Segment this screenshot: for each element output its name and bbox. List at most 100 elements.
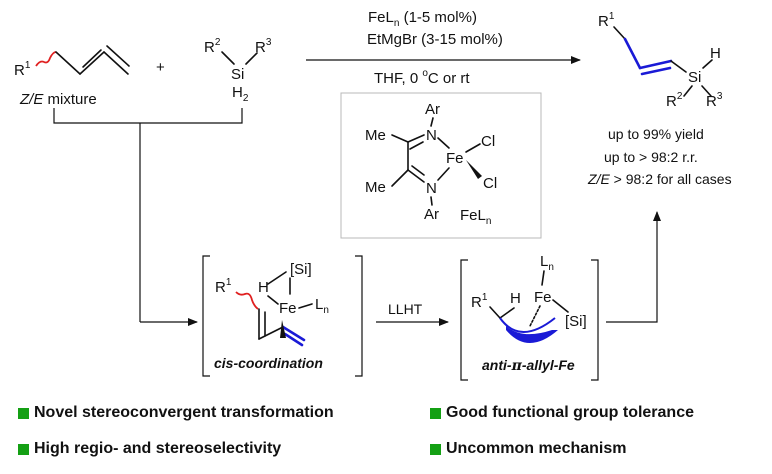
int1-si: [Si]: [290, 261, 312, 278]
int2-bond: [489, 306, 501, 319]
intermediate-cis-coordination: [Si] R1 H Fe Ln cis-coordination: [202, 255, 363, 377]
condition-catalyst: FeLn (1-5 mol%): [368, 9, 477, 29]
catalyst-box-frame: [340, 92, 542, 239]
feature-text: Uncommon mechanism: [446, 440, 627, 457]
left-bracket: [460, 259, 468, 381]
product-h: H: [710, 45, 721, 62]
int1-blue-double-bond: [283, 332, 304, 347]
condition-grignard: EtMgBr (3-15 mol%): [367, 31, 503, 48]
int2-ln-fe-bond: [541, 270, 545, 286]
product-r3-label: R3: [706, 91, 723, 110]
int1-fe-ln-bond: [298, 303, 313, 309]
int2-r1-label: R1: [471, 292, 488, 311]
catalyst-n-fe-bond: [437, 137, 450, 149]
silane-r3-label: R3: [255, 37, 272, 56]
diene-bond: [103, 51, 129, 75]
catalyst-fe-cl-bond: [465, 143, 481, 153]
wavy-bond: [35, 51, 57, 67]
catalyst-structure-box: Ar N Me Fe Cl Cl Me N Ar FeLn: [340, 92, 542, 239]
reactant-bracket-line: [53, 108, 243, 124]
diene-r1-label: R1: [14, 60, 31, 79]
feature-text: Good functional group tolerance: [446, 404, 694, 421]
catalyst-label: FeLn: [460, 207, 491, 227]
int2-si: [Si]: [565, 313, 587, 330]
int2-bond: [499, 307, 515, 319]
silane-r2-label: R2: [204, 37, 221, 56]
diene-bond: [79, 51, 105, 75]
catalyst-me-top: Me: [365, 127, 386, 144]
diene-double-bond: [82, 49, 102, 68]
catalyst-n-top: N: [426, 127, 437, 144]
catalyst-wedge-bond: [466, 160, 482, 179]
diene-caption: Z/E mixture: [19, 91, 97, 108]
intermediate-anti-pi-allyl-fe: Ln Fe R1 H [Si] anti-π-allyl-Fe: [460, 253, 599, 381]
product-si-r2-bond: [683, 85, 693, 97]
green-square-icon: [430, 407, 441, 419]
catalyst-ar-top: Ar: [425, 101, 440, 118]
product-bond: [670, 60, 687, 73]
catalyst-n-bottom: N: [426, 180, 437, 197]
int1-blue-bond: [281, 325, 306, 342]
diene-double-bond: [106, 45, 130, 67]
feature-item: Novel stereoconvergent transformation: [18, 404, 334, 422]
green-square-icon: [430, 443, 441, 455]
product-bond: [613, 26, 626, 40]
catalyst-ar-bottom: Ar: [424, 206, 439, 223]
product-si-r3-bond: [701, 85, 712, 97]
diene-bond: [55, 51, 81, 75]
catalyst-bond: [430, 117, 434, 127]
llht-label: LLHT: [388, 301, 423, 317]
int1-h-fe-bond: [267, 295, 279, 305]
left-bracket: [202, 255, 210, 377]
catalyst-bond: [430, 196, 433, 206]
catalyst-double-bond: [409, 141, 424, 150]
return-arrow: [606, 211, 661, 323]
catalyst-bond: [391, 169, 409, 187]
plus-sign: +: [156, 59, 165, 76]
catalyst-fe: Fe: [446, 150, 464, 167]
right-bracket: [591, 259, 599, 381]
int2-ln: Ln: [540, 253, 554, 273]
int1-wedge-bond: [280, 320, 286, 338]
catalyst-bond: [407, 134, 425, 143]
catalyst-cl-bottom: Cl: [483, 175, 497, 192]
int1-wavy-bond: [235, 291, 259, 310]
int2-h: H: [510, 290, 521, 307]
int2-allyl-curve: [499, 317, 556, 333]
green-square-icon: [18, 443, 29, 455]
int2-caption: anti-π-allyl-Fe: [482, 357, 575, 374]
silane-bond: [245, 52, 258, 65]
ze-text: Z/E > 98:2 for all cases: [587, 171, 732, 187]
product-blue-bond: [623, 37, 642, 70]
yield-text: up to 99% yield: [608, 126, 704, 142]
catalyst-n-fe-bond: [437, 167, 450, 181]
feature-text: Novel stereoconvergent transformation: [34, 404, 334, 421]
catalyst-bond: [407, 169, 425, 183]
product-blue-double-bond: [640, 66, 672, 76]
rr-text: up to > 98:2 r.r.: [604, 149, 698, 165]
condition-solvent: THF, 0 oC or rt: [374, 68, 470, 87]
feature-item: Good functional group tolerance: [430, 404, 694, 422]
product-si-h-bond: [702, 59, 713, 69]
feature-item: Uncommon mechanism: [430, 440, 626, 458]
green-square-icon: [18, 407, 29, 419]
int1-bond: [258, 326, 284, 340]
feature-item: High regio- and stereoselectivity: [18, 440, 281, 458]
int1-h-si-bond: [267, 271, 287, 285]
silane-si-label: Si: [231, 66, 244, 83]
int2-fe: Fe: [534, 289, 552, 306]
product-r1-label: R1: [598, 11, 615, 30]
silane-h2-label: H2: [232, 84, 249, 104]
product: R1 Si H R2 R3: [598, 11, 723, 110]
catalyst-bond: [391, 134, 409, 143]
product-r2-label: R2: [666, 91, 683, 110]
feature-text: High regio- and stereoselectivity: [34, 440, 282, 457]
right-bracket: [355, 255, 363, 377]
catalyst-double-bond: [411, 165, 425, 176]
catalyst-cl-top: Cl: [481, 133, 495, 150]
int2-fe-si-bond: [552, 299, 569, 313]
int2-allyl-shade: [506, 326, 558, 343]
int2-fe-allyl-bond: [529, 305, 541, 327]
